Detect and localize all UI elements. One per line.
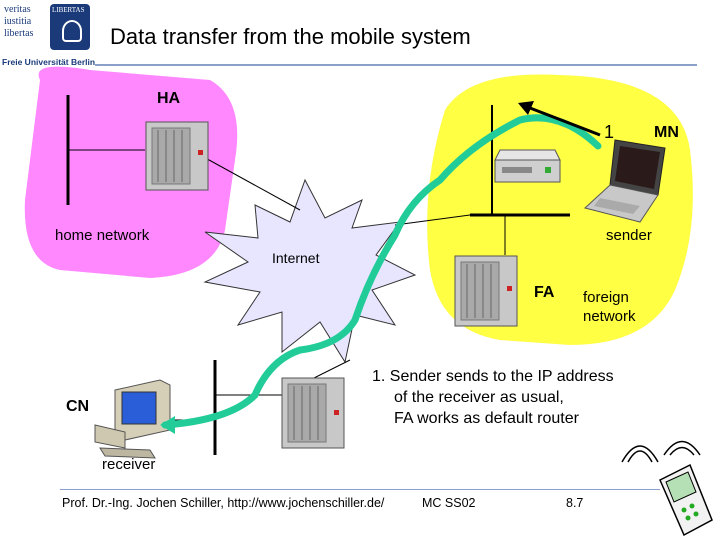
foreign-network-label: foreign network xyxy=(583,288,636,326)
footer-author: Prof. Dr.-Ing. Jochen Schiller, http://w… xyxy=(62,496,385,510)
receiver-label: receiver xyxy=(102,456,156,473)
home-network-label: home network xyxy=(55,227,150,244)
foreign-network-label-line-1: foreign xyxy=(583,289,629,306)
cn-server-icon xyxy=(281,377,345,449)
mobile-phone-icon xyxy=(621,440,713,537)
logo-word-2: iustitia xyxy=(4,16,32,27)
step-number: 1 xyxy=(604,122,615,142)
mn-label: MN xyxy=(654,124,679,141)
footer-page-number: 8.7 xyxy=(566,496,584,510)
internet-cloud xyxy=(203,178,417,364)
university-logo: veritas iustitia libertas LIBERTAS Freie… xyxy=(2,2,96,67)
data-path xyxy=(161,114,602,429)
desktop-computer-icon xyxy=(94,379,171,459)
fa-server-icon xyxy=(454,255,518,327)
ha-label: HA xyxy=(157,90,181,107)
caption-line-1: 1. Sender sends to the IP address xyxy=(372,368,614,385)
logo-word-3: libertas xyxy=(4,28,34,39)
logo-seal-text: LIBERTAS xyxy=(52,6,85,14)
internet-label: Internet xyxy=(272,250,320,266)
logo-word-1: veritas xyxy=(4,4,31,15)
header-divider xyxy=(95,64,697,66)
fa-label: FA xyxy=(534,284,555,301)
ha-server-icon xyxy=(145,121,209,191)
cn-label: CN xyxy=(66,398,90,415)
caption-line-2: of the receiver as usual, xyxy=(394,389,564,406)
home-network-region xyxy=(24,66,238,279)
footer-divider xyxy=(60,489,660,490)
slide-title: Data transfer from the mobile system xyxy=(110,24,471,49)
data-path-arrowhead xyxy=(160,416,175,434)
sender-label: sender xyxy=(606,227,652,244)
mn-arrow-line xyxy=(529,106,601,137)
university-name: Freie Universität Berlin xyxy=(2,57,96,67)
logo-seal: LIBERTAS xyxy=(50,4,90,50)
fa-internet-link xyxy=(394,214,471,226)
footer-course: MC SS02 xyxy=(422,496,476,510)
foreign-network-label-line-2: network xyxy=(583,308,636,325)
cn-internet-link xyxy=(309,359,351,381)
caption: 1. Sender sends to the IP address of the… xyxy=(372,366,614,429)
mn-arrow-head xyxy=(518,101,534,115)
caption-line-3: FA works as default router xyxy=(394,410,579,427)
ha-internet-link xyxy=(199,154,301,211)
router-icon xyxy=(494,149,561,183)
laptop-icon xyxy=(583,139,666,223)
